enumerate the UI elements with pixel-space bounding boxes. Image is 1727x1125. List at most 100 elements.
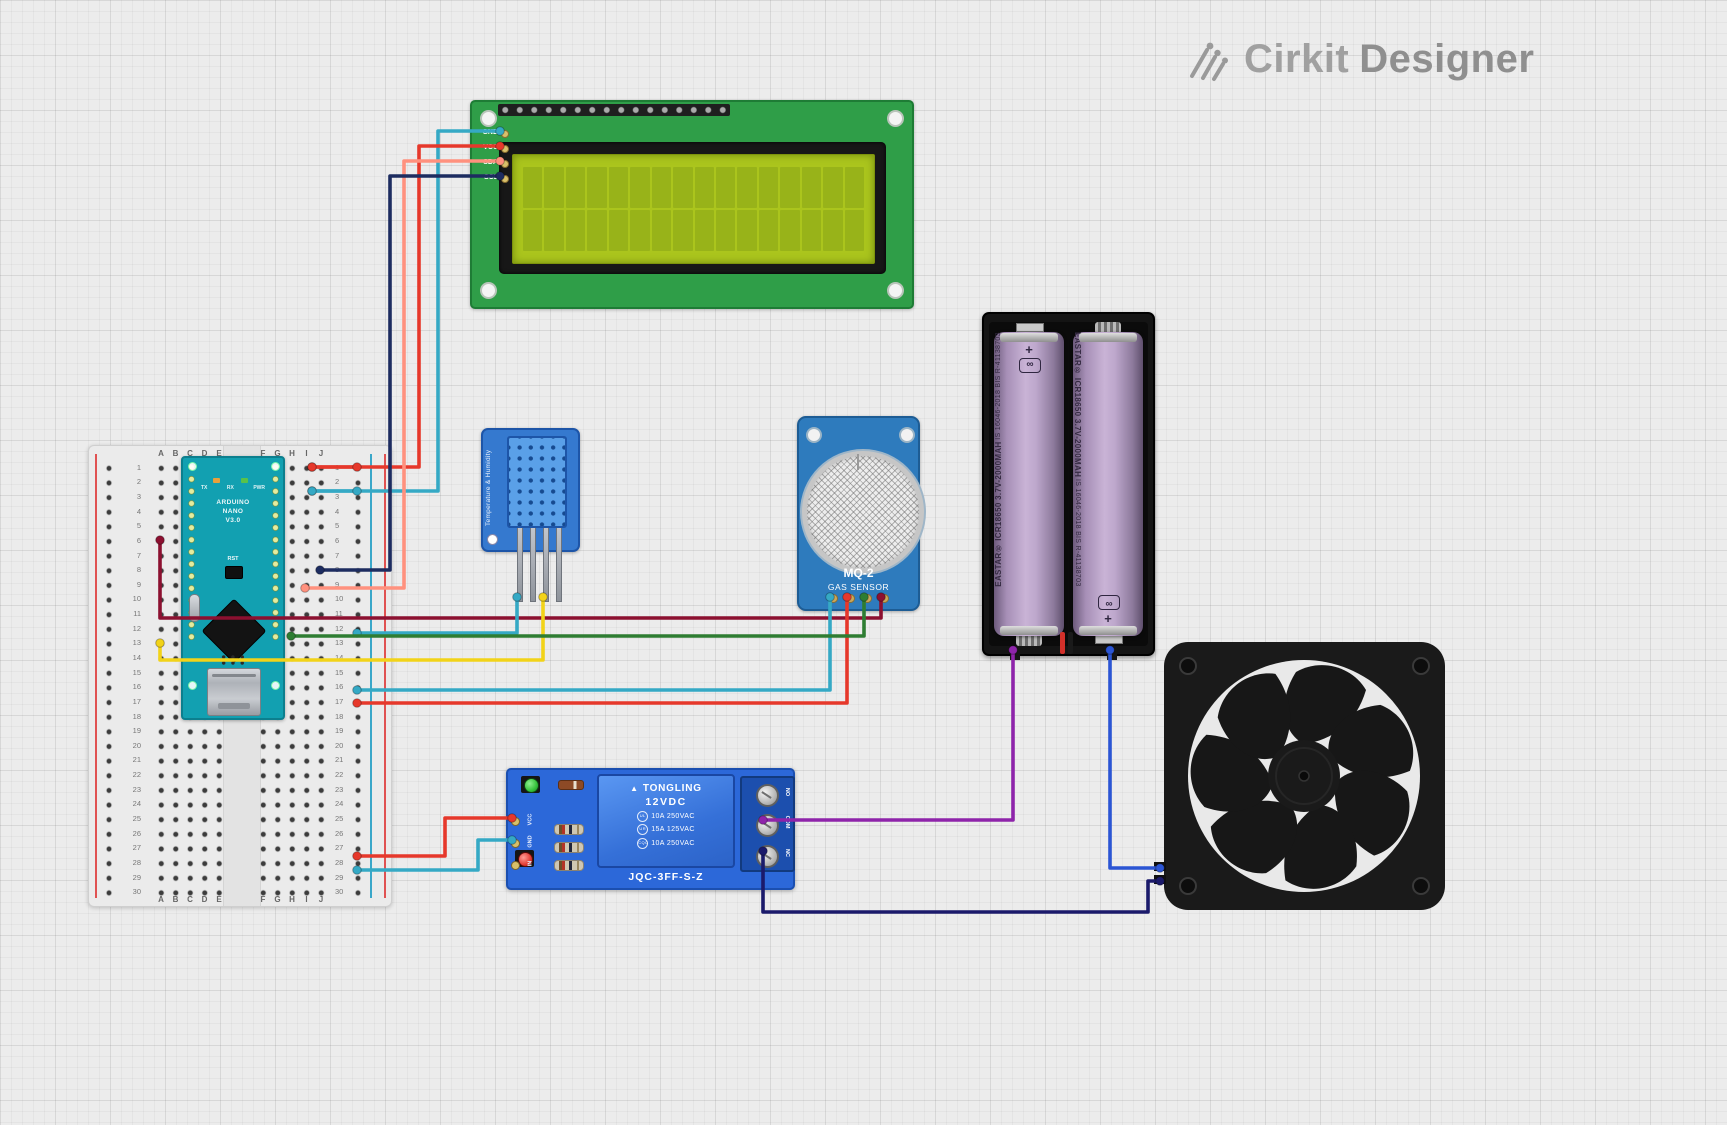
- relay-brand: TONGLING: [642, 783, 702, 794]
- relay-pin-vcc[interactable]: [511, 816, 520, 826]
- battery-cell-left: + ∞ EASTAR® ICR18650 3.7V-2000MAH IS 160…: [994, 332, 1064, 636]
- breadboard-row-number: 7: [136, 550, 141, 560]
- lcd-cell: [608, 167, 629, 208]
- battery-contact-plate: [1016, 323, 1044, 332]
- battery-cap: [1079, 333, 1137, 342]
- wire-mq2-vcc[interactable]: [355, 595, 849, 705]
- relay-pin-gnd[interactable]: [511, 838, 520, 848]
- relay-brand-icon: ▲: [630, 784, 639, 793]
- breadboard-row-number: 11: [335, 609, 343, 619]
- breadboard-row-number: 9: [335, 579, 340, 589]
- breadboard-row-number: 19: [132, 726, 141, 736]
- mounting-hole: [188, 462, 197, 471]
- breadboard-column-letter: E: [216, 895, 222, 904]
- fan-screw-hole: [1179, 877, 1197, 895]
- breadboard-row-number: 13: [335, 638, 344, 648]
- battery-plus-mark: +: [1104, 611, 1112, 626]
- breadboard-row-number: 4: [136, 506, 141, 516]
- breadboard-row-number: 3: [335, 491, 340, 501]
- breadboard-row-number: 21: [132, 755, 141, 765]
- relay-pin-in[interactable]: [511, 860, 520, 870]
- fan-blade: [1328, 704, 1414, 778]
- terminal-screw-nc[interactable]: [756, 845, 779, 868]
- icsp-header: [219, 654, 247, 666]
- lcd-pad: [501, 175, 509, 183]
- mounting-hole: [271, 681, 280, 690]
- breadboard-row-number: 18: [132, 711, 141, 721]
- lcd-pin-label-vcc: VCC: [483, 144, 498, 151]
- breadboard-row-number: 16: [335, 682, 344, 692]
- breadboard-row-number: 21: [335, 755, 344, 765]
- battery-lead-black: [1068, 632, 1073, 654]
- breadboard-row-number: 26: [335, 828, 344, 838]
- mq2-pin: [828, 594, 838, 603]
- dht11-sensor[interactable]: Temperature & Humidity: [481, 428, 580, 602]
- lcd-cell: [544, 167, 564, 208]
- battery-cap: [1000, 626, 1058, 635]
- fan-terminal[interactable]: [1154, 862, 1166, 871]
- terminal-screw-com[interactable]: [756, 814, 779, 837]
- nano-pin-row-right: [268, 461, 282, 643]
- battery-contact-plate: [1095, 635, 1123, 644]
- tx-led: [213, 478, 220, 483]
- battery-cap: [1000, 333, 1058, 342]
- breadboard-row-number: 25: [132, 814, 141, 824]
- fan-terminal[interactable]: [1154, 875, 1166, 884]
- breadboard-row-number: 27: [335, 843, 344, 853]
- breadboard-row-number: 14: [132, 652, 141, 662]
- relay-module[interactable]: VCC GND IN ▲ TONGLING 12VDC UL 10A 250VA…: [506, 768, 795, 890]
- breadboard-row-number: 24: [335, 799, 344, 809]
- breadboard-column-letter: I: [305, 449, 308, 458]
- terminal-screw-no[interactable]: [756, 784, 779, 807]
- lcd-cell: [715, 167, 736, 208]
- breadboard-row-number: 1: [335, 462, 340, 472]
- breadboard-column-letter: G: [274, 895, 281, 904]
- wire-relay-com-battery[interactable]: [761, 648, 1015, 822]
- lcd-pin-label-sda: SDA: [483, 159, 498, 166]
- mq2-gas-sensor[interactable]: MQ-2 GAS SENSOR: [797, 416, 924, 611]
- dht-pin: [530, 518, 536, 602]
- breadboard-row-number: 16: [132, 682, 141, 692]
- lcd-cell: [844, 167, 864, 208]
- battery-holder-2x18650[interactable]: + ∞ EASTAR® ICR18650 3.7V-2000MAH IS 160…: [982, 312, 1155, 660]
- battery-terminal-negative[interactable]: [1107, 646, 1117, 660]
- ul-mark-icon: UL: [637, 810, 649, 822]
- battery-terminal-positive[interactable]: [1010, 646, 1020, 660]
- lcd-cell: [780, 167, 800, 208]
- fan-screw-hole: [1179, 657, 1197, 675]
- battery-contact-spring: [1095, 322, 1121, 334]
- lcd1602-module[interactable]: GND VCC SDA SCL: [470, 100, 914, 309]
- battery-cell-right: + ∞ EASTAR® ICR18650 3.7V-2000MAH IS 160…: [1073, 332, 1143, 636]
- breadboard-row-number: 1: [136, 462, 141, 472]
- wire-battery-fan[interactable]: [1108, 648, 1162, 870]
- breadboard-row-number: 9: [136, 579, 141, 589]
- breadboard-row-number: 13: [132, 638, 141, 648]
- resistor: [554, 842, 584, 853]
- relay-body: ▲ TONGLING 12VDC UL 10A 250VAC UR 15A 12…: [597, 774, 735, 868]
- cooling-fan[interactable]: [1154, 640, 1447, 912]
- lcd-pin-label-scl: SCL: [484, 174, 498, 181]
- arduino-nano[interactable]: TX RX PWR ARDUINO NANO V3.0 RST: [181, 456, 285, 720]
- rx-label: RX: [226, 485, 234, 491]
- battery-brand-icon: ∞: [1098, 595, 1120, 610]
- breadboard-row-number: 5: [335, 521, 340, 531]
- breadboard-row-number: 28: [335, 857, 344, 867]
- battery-print: EASTAR® ICR18650 3.7V-2000MAH IS 16046-2…: [994, 332, 1003, 587]
- relay-status-led: [518, 852, 533, 867]
- wire-mq2-gnd[interactable]: [355, 595, 832, 692]
- breadboard-row-number: 4: [335, 506, 340, 516]
- lcd-cell: [673, 210, 693, 251]
- reset-label: RST: [227, 556, 239, 562]
- reset-button[interactable]: [225, 566, 243, 579]
- mounting-hole: [887, 110, 904, 127]
- wire-relay-no-fan[interactable]: [761, 849, 1162, 914]
- breadboard-column-letter: B: [172, 895, 179, 904]
- lcd-cell: [780, 210, 800, 251]
- breadboard-row-number: 29: [132, 872, 141, 882]
- dht-pin: [543, 518, 549, 602]
- breadboard-row-number: 14: [335, 652, 344, 662]
- lcd-cell: [630, 167, 650, 208]
- breadboard-row-number: 10: [335, 594, 344, 604]
